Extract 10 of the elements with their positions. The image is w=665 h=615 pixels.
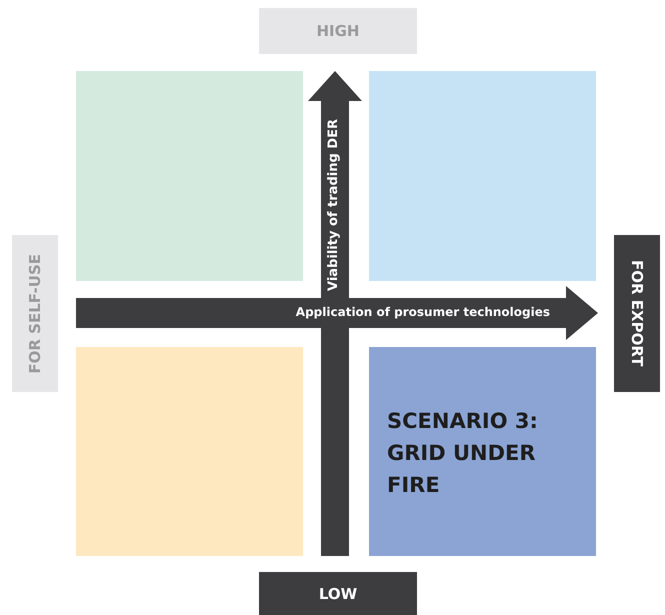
axis-label: Viability of trading DER — [326, 119, 341, 291]
axis-end-label: FOR EXPORT — [614, 235, 660, 392]
quadrant-panel — [76, 347, 303, 556]
quadrant-panel — [369, 71, 596, 281]
quadrant-panel — [76, 71, 303, 281]
axis-end-label: HIGH — [259, 8, 417, 54]
axis-end-label: FOR SELF-USE — [12, 235, 58, 392]
axis-label: Application of prosumer technologies — [296, 305, 550, 319]
scenario-panel: SCENARIO 3: GRID UNDER FIRE — [369, 347, 596, 556]
axis-end-label: LOW — [259, 572, 417, 615]
